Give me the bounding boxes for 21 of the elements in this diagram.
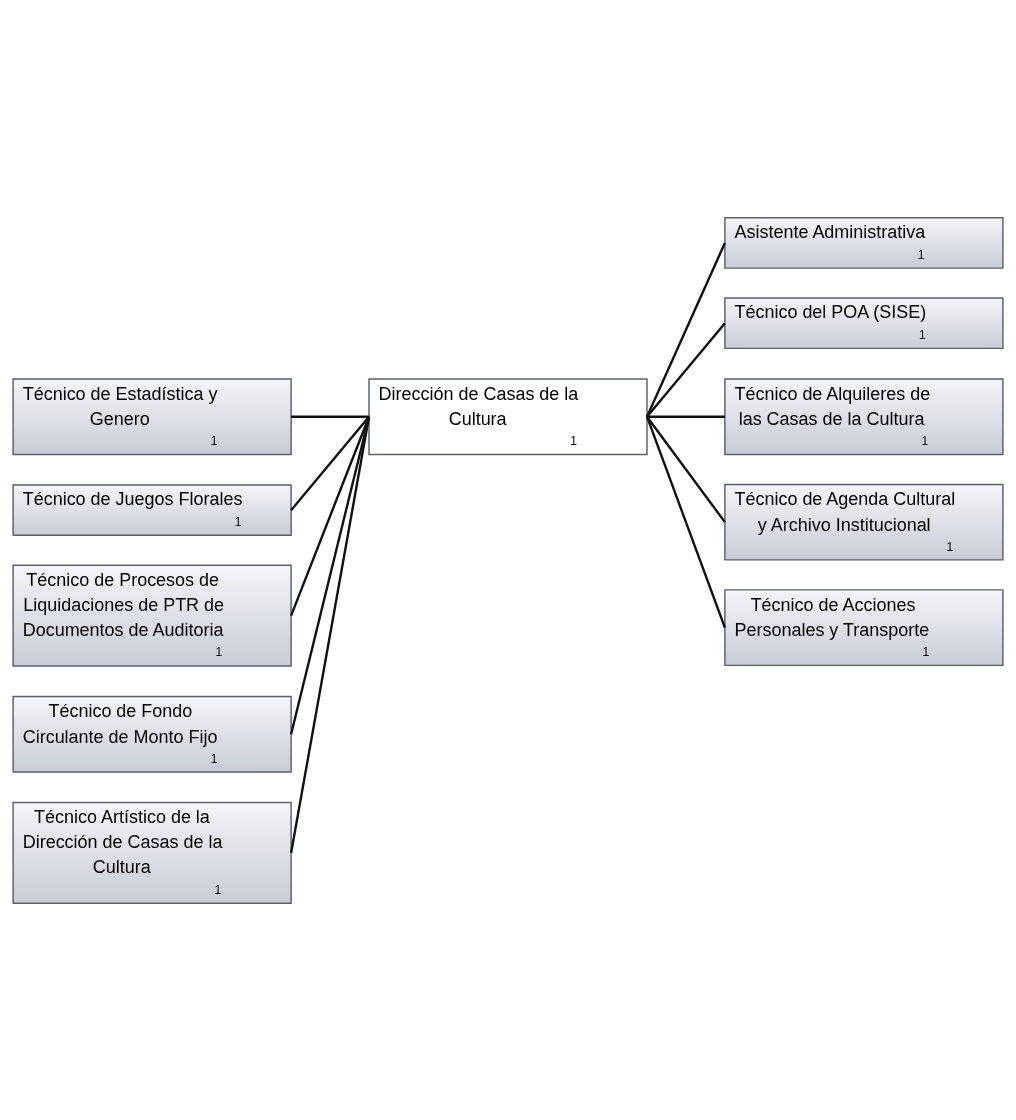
node-box: Técnico de Estadística y Genero 1 bbox=[12, 377, 292, 455]
connector bbox=[645, 241, 726, 417]
node-box: Técnico Artístico de la Dirección de Casas de la Cultura 1 bbox=[12, 801, 292, 904]
connector bbox=[290, 415, 370, 511]
node-box: Técnico del POA (SISE) 1 bbox=[724, 296, 1004, 349]
node-box: Dirección de Casas de la Cultura 1 bbox=[368, 377, 648, 455]
connector bbox=[645, 415, 726, 628]
connector bbox=[290, 415, 371, 616]
node-box: Técnico de Agenda Cultural y Archivo Institucional 1 bbox=[724, 483, 1004, 561]
connector bbox=[646, 415, 726, 523]
connector bbox=[289, 415, 371, 735]
node-box: Asistente Administrativa 1 bbox=[724, 216, 1004, 269]
node-box: Técnico de Fondo Circulante de Monto Fijo 1 bbox=[12, 695, 292, 773]
node-box: Técnico de Procesos de Liquidaciones de PTR de Documentos de Auditoria 1 bbox=[12, 564, 292, 667]
connector bbox=[291, 415, 369, 418]
connector bbox=[647, 415, 725, 418]
connector bbox=[289, 416, 371, 853]
node-box: Técnico de Juegos Florales 1 bbox=[12, 483, 292, 536]
node-box: Técnico de Acciones Personales y Transporte 1 bbox=[724, 588, 1004, 666]
node-box: Técnico de Alquileres de las Casas de la Cultura 1 bbox=[724, 377, 1004, 455]
connector bbox=[646, 321, 726, 417]
